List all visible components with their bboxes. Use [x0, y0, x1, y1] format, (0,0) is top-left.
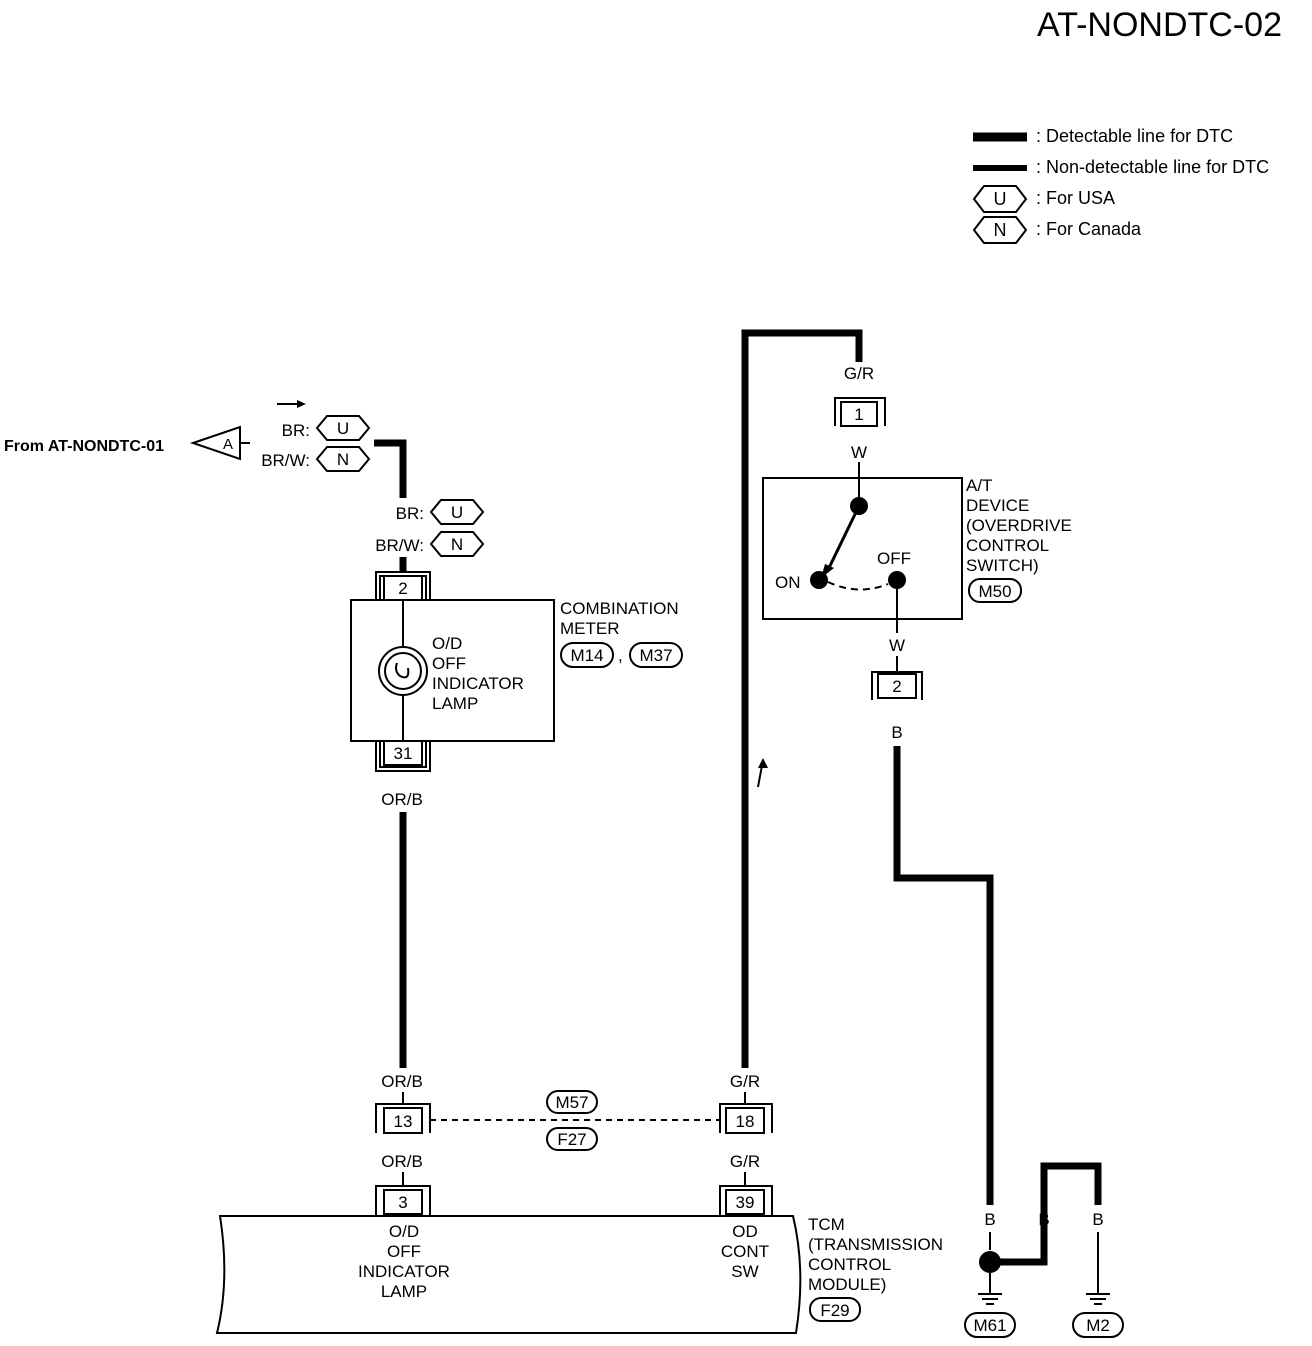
- meter-conn2: M37: [639, 646, 672, 665]
- wire-orb-3: OR/B: [381, 1152, 423, 1171]
- from-ref-text: From AT-NONDTC-01: [4, 438, 164, 455]
- wire-in-labels: BR: U BR/W: N BR: U BR/W: N: [261, 415, 485, 557]
- tcm-pin-right: 39: [736, 1193, 755, 1212]
- od-name-l3: (OVERDRIVE: [966, 516, 1072, 535]
- tcm-module: 3 39 O/D OFF INDICATOR LAMP OD CONT SW T…: [215, 1185, 943, 1334]
- wire-br2: BR:: [396, 504, 424, 523]
- od-wire-b: B: [891, 723, 902, 742]
- meter-conn1: M14: [570, 646, 603, 665]
- meter-lamp-l1: O/D: [432, 634, 462, 653]
- switch-on-label: ON: [775, 573, 801, 592]
- od-wire-top: G/R: [844, 364, 874, 383]
- wire-brw2: BR/W:: [375, 536, 424, 555]
- legend-detectable: : Detectable line for DTC: [1036, 126, 1233, 146]
- wire-br-usa-code: U: [337, 419, 349, 438]
- switch-off-label: OFF: [877, 549, 911, 568]
- ground-g2: M2: [1086, 1316, 1110, 1335]
- wire-br-in: [374, 439, 407, 498]
- wire-brw2-code: N: [451, 535, 463, 554]
- tcm-right-l2: CONT: [721, 1242, 769, 1261]
- wire-br-usa: BR:: [282, 421, 310, 440]
- tcm-right-l3: SW: [731, 1262, 758, 1281]
- wire-br2-code: U: [451, 503, 463, 522]
- meter-lamp-l2: OFF: [432, 654, 466, 673]
- tcm-pin-left: 3: [398, 1193, 407, 1212]
- wire-orb-1: OR/B: [381, 790, 423, 809]
- od-conn: M50: [978, 582, 1011, 601]
- tcm-left-l4: LAMP: [381, 1282, 427, 1301]
- legend-non-detectable: : Non-detectable line for DTC: [1036, 157, 1269, 177]
- od-switch: G/R 1 W ON OFF A/T DEVICE (OVERDRIVE CON…: [762, 364, 1072, 742]
- diagram-title: AT-NONDTC-02: [1037, 6, 1282, 44]
- meter-sep: ,: [618, 646, 623, 665]
- od-pin-top: 1: [854, 405, 863, 424]
- legend: : Detectable line for DTC : Non-detectab…: [972, 126, 1269, 244]
- od-wire-w1: W: [851, 443, 867, 462]
- tcm-left-l1: O/D: [389, 1222, 419, 1241]
- ground-b1: B: [984, 1210, 995, 1229]
- od-name-l2: DEVICE: [966, 496, 1029, 515]
- tcm-right-l1: OD: [732, 1222, 758, 1241]
- ground-section: B B B M61 M2: [964, 1162, 1124, 1338]
- meter-lamp-l4: LAMP: [432, 694, 478, 713]
- meter-pin-top: 2: [398, 579, 407, 598]
- od-pin-bottom: 2: [892, 677, 901, 696]
- meter-name-l1: COMBINATION: [560, 599, 679, 618]
- wire-brw-can-code: N: [337, 450, 349, 469]
- tcm-name-l1: TCM: [808, 1215, 845, 1234]
- switch-on-contact: [810, 571, 828, 589]
- wire-b-main: [893, 746, 994, 1205]
- from-reference: From AT-NONDTC-01 A: [4, 400, 306, 461]
- meter-lamp-l3: INDICATOR: [432, 674, 524, 693]
- junction-conn-top: M57: [555, 1093, 588, 1112]
- tcm-conn: F29: [820, 1301, 849, 1320]
- od-name-l1: A/T: [966, 476, 992, 495]
- combination-meter: 2 31 O/D OFF INDICATOR LAMP COMBINATION …: [350, 571, 683, 772]
- tcm-name-l2: (TRANSMISSION: [808, 1235, 943, 1254]
- junction-conn-bottom: F27: [557, 1130, 586, 1149]
- from-ref-code: A: [223, 436, 233, 453]
- wire-gr-2: G/R: [730, 1152, 760, 1171]
- junction-pin-left: 13: [394, 1112, 413, 1131]
- junction-pin-right: 18: [736, 1112, 755, 1131]
- wire-gr-1: G/R: [730, 1072, 760, 1091]
- od-wire-w2: W: [889, 636, 905, 655]
- ground-splice: [979, 1251, 1001, 1273]
- ground-g1: M61: [973, 1316, 1006, 1335]
- tcm-name-l4: MODULE): [808, 1275, 886, 1294]
- wire-gr-main: [741, 329, 863, 1068]
- meter-name-l2: METER: [560, 619, 620, 638]
- tcm-left-l3: INDICATOR: [358, 1262, 450, 1281]
- tcm-name-l3: CONTROL: [808, 1255, 891, 1274]
- junction-connector: 13 18 M57 F27: [375, 1090, 773, 1151]
- ground-b3: B: [1092, 1210, 1103, 1229]
- legend-usa-label: : For USA: [1036, 188, 1115, 208]
- wire-orb-2: OR/B: [381, 1072, 423, 1091]
- lamp-icon: [378, 646, 428, 696]
- od-name-l5: SWITCH): [966, 556, 1039, 575]
- legend-usa-code: U: [994, 189, 1007, 209]
- legend-canada-label: : For Canada: [1036, 219, 1142, 239]
- tcm-left-l2: OFF: [387, 1242, 421, 1261]
- legend-canada-code: N: [994, 220, 1007, 240]
- wire-brw-can: BR/W:: [261, 451, 310, 470]
- meter-pin-bottom: 31: [394, 744, 413, 763]
- od-name-l4: CONTROL: [966, 536, 1049, 555]
